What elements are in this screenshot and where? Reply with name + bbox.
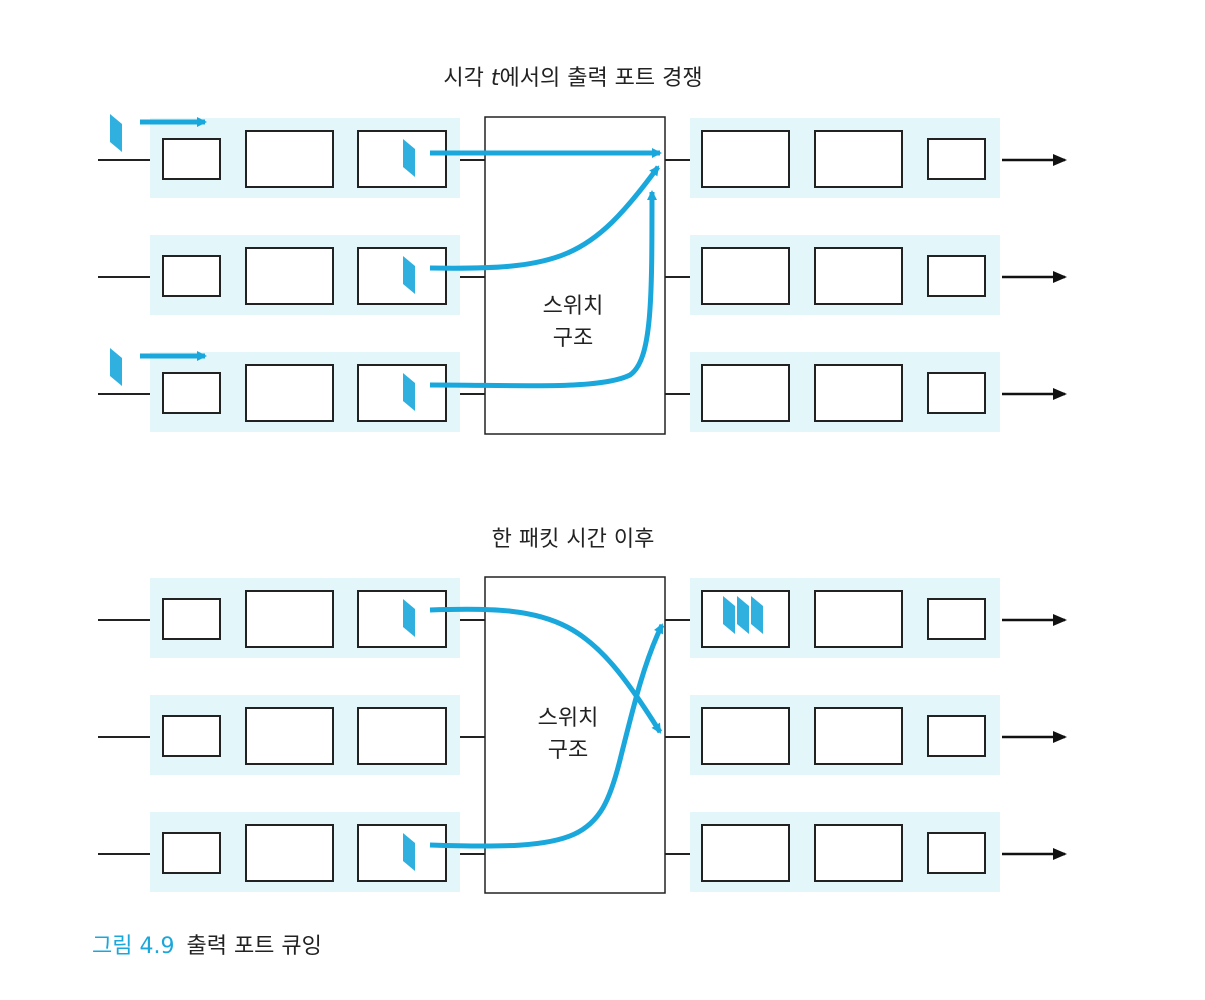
top-output-buffer [701,247,790,305]
forwarding-arrow [429,165,661,271]
bottom-input-buffer [245,824,334,882]
top-input-buffer [162,138,221,180]
bottom-output-buffer [814,707,903,765]
bottom-input-buffer [162,715,221,757]
top-output-buffer [927,255,986,297]
bottom-switch-label-2: 구조 [548,738,588,763]
bottom-input-buffer [357,707,447,765]
bottom-output-buffer [927,832,986,874]
top-output-buffer [814,247,903,305]
bottom-switch-label-1: 스위치 [538,706,599,731]
packet-icon [403,373,415,411]
top-switch-fabric [484,116,666,435]
top-input-buffer [357,130,447,188]
bottom-input-buffer [357,824,447,882]
packet-icon [403,833,415,871]
bottom-input-buffer [245,707,334,765]
bottom-output-buffer [701,824,790,882]
arriving-packet-icon [110,348,122,386]
bottom-output-buffer [927,715,986,757]
top-output-buffer [927,372,986,414]
top-input-buffer [245,364,334,422]
queued-packet-icon [737,596,749,634]
bottom-output-buffer [814,590,903,648]
top-output-buffer [701,130,790,188]
top-switch-label-2: 구조 [553,326,593,351]
forwarding-arrow [429,606,663,734]
top-output-buffer [814,364,903,422]
bottom-output-buffer [701,707,790,765]
top-switch-label-1: 스위치 [543,294,604,319]
bottom-input-buffer [245,590,334,648]
forwarding-arrow [429,623,665,849]
bottom-title: 한 패킷 시간 이후 [492,527,655,552]
top-input-buffer [357,247,447,305]
top-title: 시각 t에서의 출력 포트 경쟁 [443,66,702,91]
top-input-buffer [357,364,447,422]
bottom-input-buffer [162,598,221,640]
top-output-buffer [814,130,903,188]
top-output-buffer [927,138,986,180]
forwarding-arrow [429,190,657,389]
bottom-input-buffer [357,590,447,648]
top-input-buffer [245,247,334,305]
queued-packet-icon [723,596,735,634]
top-input-buffer [162,255,221,297]
packet-icon [403,256,415,294]
bottom-output-buffer [927,598,986,640]
packet-icon [403,599,415,637]
queued-packet-icon [751,596,763,634]
bottom-output-buffer [814,824,903,882]
top-output-buffer [701,364,790,422]
top-input-buffer [245,130,334,188]
arriving-packet-icon [110,114,122,152]
packet-icon [403,139,415,177]
bottom-input-buffer [162,832,221,874]
top-input-buffer [162,372,221,414]
